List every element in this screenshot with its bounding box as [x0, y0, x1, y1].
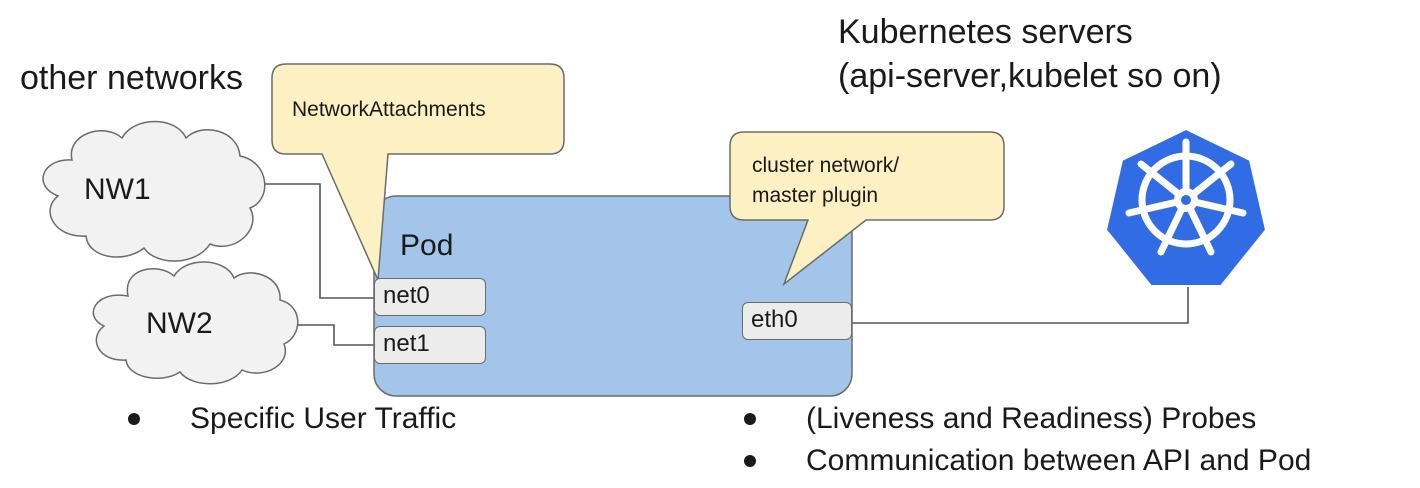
bullet-item: Communication between API and Pod — [742, 440, 1311, 482]
cloud-nw2-label: NW2 — [146, 307, 213, 340]
bullet-text: Communication between API and Pod — [806, 444, 1312, 477]
cloud-nw2 — [92, 261, 299, 385]
pod-label: Pod — [400, 229, 454, 262]
link-nw2-net1 — [292, 324, 374, 346]
bullets-left: Specific User Traffic — [126, 398, 456, 440]
interface-net0: net0 — [374, 278, 486, 316]
callout-network-attachments — [271, 63, 565, 281]
kubernetes-logo-icon — [1104, 127, 1268, 287]
bullet-item: Specific User Traffic — [126, 398, 456, 440]
k8s-servers-title: Kubernetes servers — [838, 13, 1133, 51]
bullet-text: (Liveness and Readiness) Probes — [806, 402, 1257, 435]
interface-net1: net1 — [374, 326, 486, 364]
bullet-dot — [744, 413, 756, 425]
bullet-item: (Liveness and Readiness) Probes — [742, 398, 1311, 440]
link-eth0-k8s — [852, 278, 1189, 324]
bullet-dot — [744, 455, 756, 467]
callout-cluster-network-text-1: cluster network/ — [752, 154, 900, 177]
callout-network-attachments-text: NetworkAttachments — [292, 98, 486, 121]
callout-cluster-network-text-2: master plugin — [752, 184, 879, 207]
other-networks-label: other networks — [20, 59, 243, 97]
bullet-text: Specific User Traffic — [190, 402, 457, 435]
bullet-dot — [128, 413, 140, 425]
interface-eth0: eth0 — [742, 302, 852, 340]
cloud-nw1 — [42, 120, 266, 262]
cloud-nw1-label: NW1 — [84, 173, 151, 206]
callout-cluster-network — [729, 131, 1005, 287]
link-nw1-net0 — [262, 183, 374, 299]
k8s-servers-subtitle: (api-server,kubelet so on) — [838, 57, 1222, 95]
bullets-right: (Liveness and Readiness) Probes Communic… — [742, 398, 1311, 482]
